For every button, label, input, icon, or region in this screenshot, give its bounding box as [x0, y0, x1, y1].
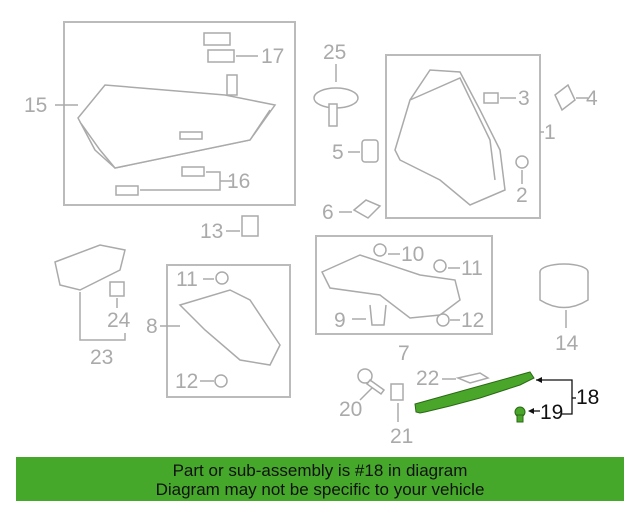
- part-4-cover[interactable]: [554, 83, 576, 112]
- group-box-side-bracket: [166, 264, 291, 398]
- callout-11-center[interactable]: 11: [461, 257, 483, 280]
- callout-12-center[interactable]: 12: [461, 309, 484, 332]
- part-19-highlighted-clip[interactable]: [514, 406, 526, 423]
- part-25-nut[interactable]: [313, 87, 359, 127]
- part-3-clip[interactable]: [483, 92, 499, 104]
- part-17-cover-a[interactable]: [203, 32, 231, 46]
- part-5-grommet[interactable]: [361, 139, 379, 163]
- callout-18[interactable]: 18: [576, 386, 599, 409]
- part-7-bracket[interactable]: [320, 254, 461, 319]
- leader-20: [359, 387, 373, 401]
- callout-23[interactable]: 23: [90, 346, 113, 369]
- part-15-floor-board[interactable]: [77, 84, 277, 169]
- part-17-cover-b[interactable]: [207, 49, 235, 63]
- group-box-side-trim: [385, 54, 541, 219]
- callout-4[interactable]: 4: [586, 87, 598, 110]
- part-21-clip[interactable]: [390, 383, 404, 401]
- part-8-bracket[interactable]: [178, 289, 281, 366]
- callout-1[interactable]: 1: [544, 121, 556, 144]
- callout-5[interactable]: 5: [332, 141, 344, 164]
- part-20-bolt[interactable]: [357, 368, 386, 396]
- callout-3[interactable]: 3: [518, 87, 530, 110]
- callout-24[interactable]: 24: [107, 309, 131, 332]
- leader-18: [536, 379, 573, 415]
- part-6-pad[interactable]: [352, 199, 382, 219]
- callout-13[interactable]: 13: [200, 220, 223, 243]
- callout-17[interactable]: 17: [261, 45, 284, 68]
- callout-15[interactable]: 15: [24, 94, 47, 117]
- part-16-b[interactable]: [115, 185, 139, 196]
- part-9-clip[interactable]: [369, 304, 387, 326]
- part-23-bracket[interactable]: [54, 244, 126, 291]
- part-12-clip-center[interactable]: [436, 313, 450, 327]
- callout-21[interactable]: 21: [390, 425, 413, 448]
- callout-19[interactable]: 19: [540, 401, 563, 424]
- part-22-pad[interactable]: [455, 372, 490, 384]
- group-box-cargo-floor: [63, 21, 296, 206]
- part-2-clip[interactable]: [515, 155, 529, 169]
- callout-14[interactable]: 14: [555, 332, 579, 355]
- callout-11-left[interactable]: 11: [176, 268, 198, 291]
- callout-7[interactable]: 7: [398, 342, 410, 365]
- part-11-clip-center[interactable]: [433, 259, 447, 273]
- callout-2[interactable]: 2: [516, 184, 528, 207]
- part-12-clip-left[interactable]: [214, 374, 228, 388]
- notice-line-part: Part or sub-assembly is #18 in diagram: [172, 461, 468, 480]
- part-16-a[interactable]: [181, 166, 205, 177]
- callout-8[interactable]: 8: [146, 315, 158, 338]
- callout-10[interactable]: 10: [401, 243, 424, 266]
- arrowheads-18-19: [528, 377, 542, 414]
- callout-20[interactable]: 20: [339, 398, 362, 421]
- callout-22[interactable]: 22: [416, 367, 439, 390]
- callout-12-left[interactable]: 12: [175, 370, 198, 393]
- leader-23: [79, 292, 126, 341]
- part-10-clip[interactable]: [373, 243, 387, 257]
- leader-16: [140, 171, 232, 191]
- group-box-center-bracket: [315, 235, 493, 335]
- callout-9[interactable]: 9: [334, 309, 346, 332]
- notice-line-disclaimer: Diagram may not be specific to your vehi…: [155, 480, 485, 499]
- callout-6[interactable]: 6: [322, 201, 334, 224]
- part-14-speaker[interactable]: [539, 263, 589, 309]
- callout-25[interactable]: 25: [323, 41, 346, 64]
- part-13-clip[interactable]: [241, 215, 259, 237]
- part-1-side-trim[interactable]: [394, 69, 506, 206]
- part-24-clip[interactable]: [109, 281, 125, 297]
- part-18-highlighted-bracket[interactable]: [414, 371, 535, 414]
- part-11-clip-left[interactable]: [215, 271, 229, 285]
- notice-banner: Part or sub-assembly is #18 in diagram D…: [16, 457, 624, 501]
- part-clip-15[interactable]: [226, 74, 238, 96]
- callout-16[interactable]: 16: [227, 170, 250, 193]
